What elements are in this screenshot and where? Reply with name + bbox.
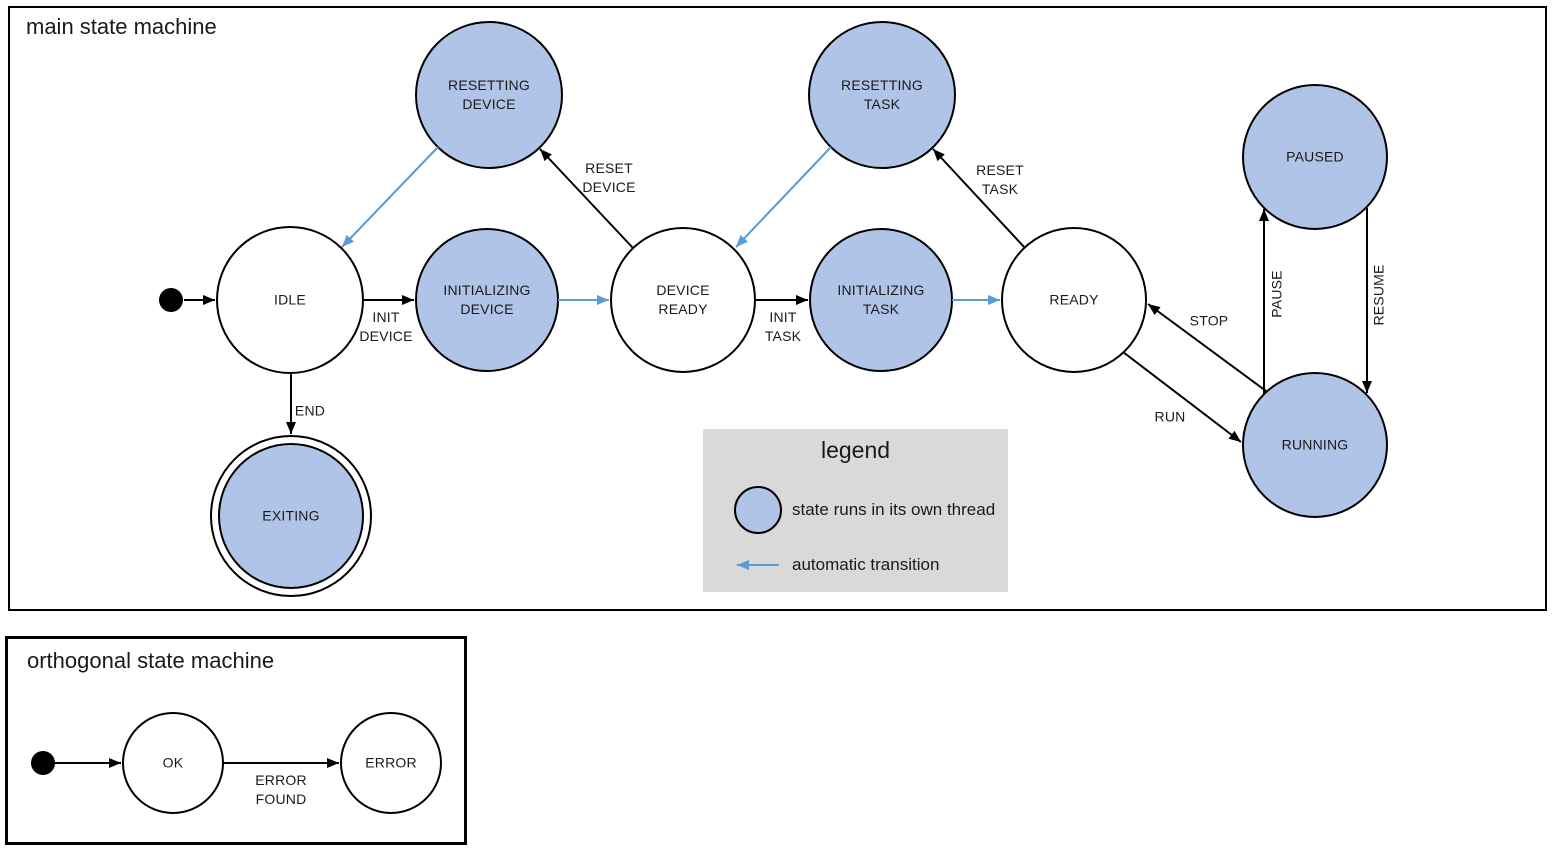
transition-label-end: END bbox=[294, 402, 326, 419]
orthogonal-initial-state-dot bbox=[31, 751, 55, 775]
state-label-resetting-task: RESETTING TASK bbox=[841, 77, 923, 112]
state-label-exiting: EXITING bbox=[262, 507, 320, 524]
state-label-running: RUNNING bbox=[1281, 436, 1349, 453]
transition-label-reset-task: RESET TASK bbox=[976, 162, 1024, 197]
transition-resetting-device-to-idle-automatic bbox=[341, 146, 439, 248]
legend-thread-state-circle bbox=[734, 486, 782, 534]
state-resetting-device bbox=[415, 21, 563, 169]
transition-ready-to-running-run bbox=[1122, 351, 1242, 443]
orthogonal-state-machine-title: orthogonal state machine bbox=[27, 648, 275, 673]
transition-label-reset-device: RESET DEVICE bbox=[582, 160, 636, 195]
transition-running-to-ready-stop bbox=[1147, 303, 1267, 392]
state-label-ok: OK bbox=[162, 754, 184, 771]
transition-label-pause: PAUSE bbox=[1268, 270, 1285, 318]
transition-label-error-found: ERROR FOUND bbox=[255, 772, 307, 807]
transition-label-init-task: INIT TASK bbox=[764, 309, 802, 344]
transition-resetting-task-to-device-ready-automatic bbox=[735, 146, 832, 248]
transition-ready-to-resetting-task bbox=[932, 148, 1026, 249]
legend-automatic-transition-label: automatic transition bbox=[792, 555, 940, 574]
transition-label-run: RUN bbox=[1154, 408, 1186, 425]
orthogonal-state-machine-panel: orthogonal state machine bbox=[5, 636, 467, 845]
transition-label-init-device: INIT DEVICE bbox=[359, 309, 413, 344]
transition-label-resume: RESUME bbox=[1370, 264, 1387, 326]
transition-device-ready-to-resetting-device bbox=[539, 148, 634, 249]
state-label-resetting-device: RESETTING DEVICE bbox=[448, 77, 530, 112]
state-label-ready: READY bbox=[1049, 291, 1099, 308]
state-ready bbox=[1001, 227, 1147, 373]
state-label-initializing-device: INITIALIZING DEVICE bbox=[443, 282, 531, 317]
state-label-paused: PAUSED bbox=[1286, 148, 1344, 165]
state-label-device-ready: DEVICE READY bbox=[656, 282, 710, 317]
state-label-error: ERROR bbox=[365, 754, 417, 771]
main-initial-state-dot bbox=[159, 288, 183, 312]
main-state-machine-title: main state machine bbox=[26, 14, 217, 39]
legend-title: legend bbox=[820, 437, 891, 463]
state-error bbox=[340, 712, 442, 814]
main-state-machine-panel: main state machine bbox=[8, 6, 1547, 611]
state-exiting bbox=[218, 443, 364, 589]
state-resetting-task bbox=[808, 21, 956, 169]
legend-thread-state-label: state runs in its own thread bbox=[792, 500, 996, 519]
state-running bbox=[1242, 372, 1388, 518]
state-label-idle: IDLE bbox=[274, 291, 306, 308]
state-label-initializing-task: INITIALIZING TASK bbox=[837, 282, 925, 317]
state-paused bbox=[1242, 84, 1388, 230]
transition-label-stop: STOP bbox=[1189, 312, 1229, 329]
